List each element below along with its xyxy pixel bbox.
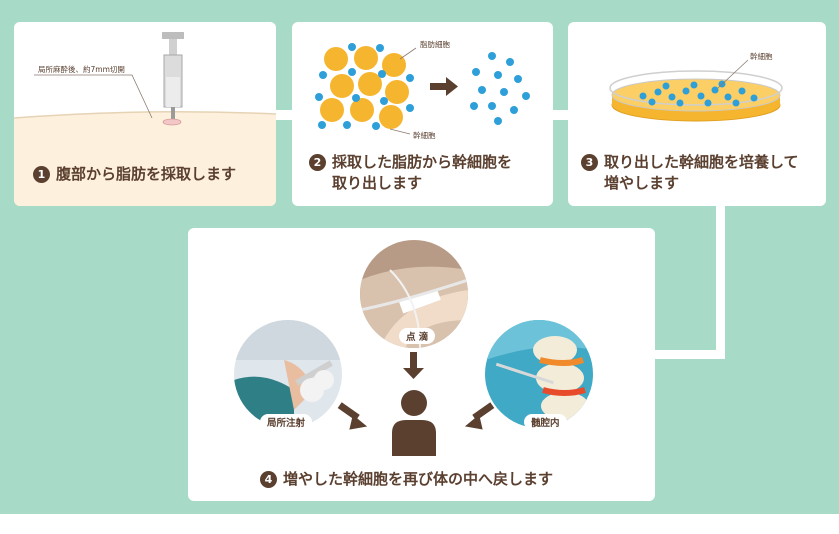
fat-cells-cluster	[320, 46, 409, 129]
connector-3-4-vertical	[716, 206, 725, 358]
step-number-badge: 2	[309, 154, 326, 171]
fat-cell-label: 脂肪細胞	[420, 40, 450, 49]
bottom-strip	[0, 514, 839, 534]
step-number-badge: 1	[33, 166, 50, 183]
drip-label: 点 滴	[399, 328, 436, 344]
step2-caption-line1: 採取した脂肪から幹細胞を	[332, 153, 513, 171]
step1-caption-text: 腹部から脂肪を採取します	[56, 165, 237, 183]
stem-cells-separated	[470, 52, 530, 125]
arrow-right-icon	[430, 77, 458, 96]
syringe-icon	[162, 32, 184, 119]
step3-caption-line1: 取り出した幹細胞を培養して	[604, 153, 799, 171]
culture-dish-illustration	[609, 59, 783, 122]
step-number-badge: 3	[581, 154, 598, 171]
step-number-badge: 4	[260, 471, 277, 488]
intrathecal-photo	[485, 320, 593, 428]
cell-separation-illustration	[315, 43, 530, 135]
connector-1-2	[276, 110, 292, 120]
stem-cells-mixed	[315, 43, 414, 130]
step4-caption-text: 増やした幹細胞を再び体の中へ戻します	[283, 470, 554, 488]
connector-3-4-horizontal	[655, 350, 725, 359]
connector-2-3	[553, 110, 568, 120]
stem-cell-label: 幹細胞	[750, 52, 773, 61]
stem-cell-label: 幹細胞	[413, 131, 436, 140]
person-icon	[392, 390, 436, 456]
arrow-down-icon	[403, 352, 424, 379]
intrathecal-label: 髄腔内	[524, 414, 567, 430]
arrow-down-left-icon	[464, 402, 495, 430]
incision-annotation: 局所麻酔後、約7mm切開	[38, 65, 125, 74]
arrow-down-right-icon	[337, 402, 368, 430]
local-injection-photo	[234, 320, 342, 428]
step2-caption: 2 採取した脂肪から幹細胞を 取り出します	[309, 152, 512, 194]
step4-caption: 4 増やした幹細胞を再び体の中へ戻します	[260, 469, 553, 490]
abdomen-illustration	[14, 22, 276, 206]
step3-caption-line2: 増やします	[604, 174, 680, 192]
step2-caption-line2: 取り出します	[332, 174, 423, 192]
step1-card: 局所麻酔後、約7mm切開 1 腹部から脂肪を採取します	[14, 22, 276, 206]
step4-card: 点 滴 局所注射	[188, 228, 655, 501]
local-injection-label: 局所注射	[260, 414, 313, 430]
cultured-stem-cells	[639, 80, 758, 107]
step3-caption: 3 取り出した幹細胞を培養して 増やします	[581, 152, 799, 194]
step1-caption: 1 腹部から脂肪を採取します	[33, 164, 236, 185]
step3-card: 幹細胞 3 取り出した幹細胞を培養して 増やします	[568, 22, 826, 206]
step2-card: 脂肪細胞 幹細胞 2 採取した脂肪から幹細胞を 取り出します	[292, 22, 553, 206]
